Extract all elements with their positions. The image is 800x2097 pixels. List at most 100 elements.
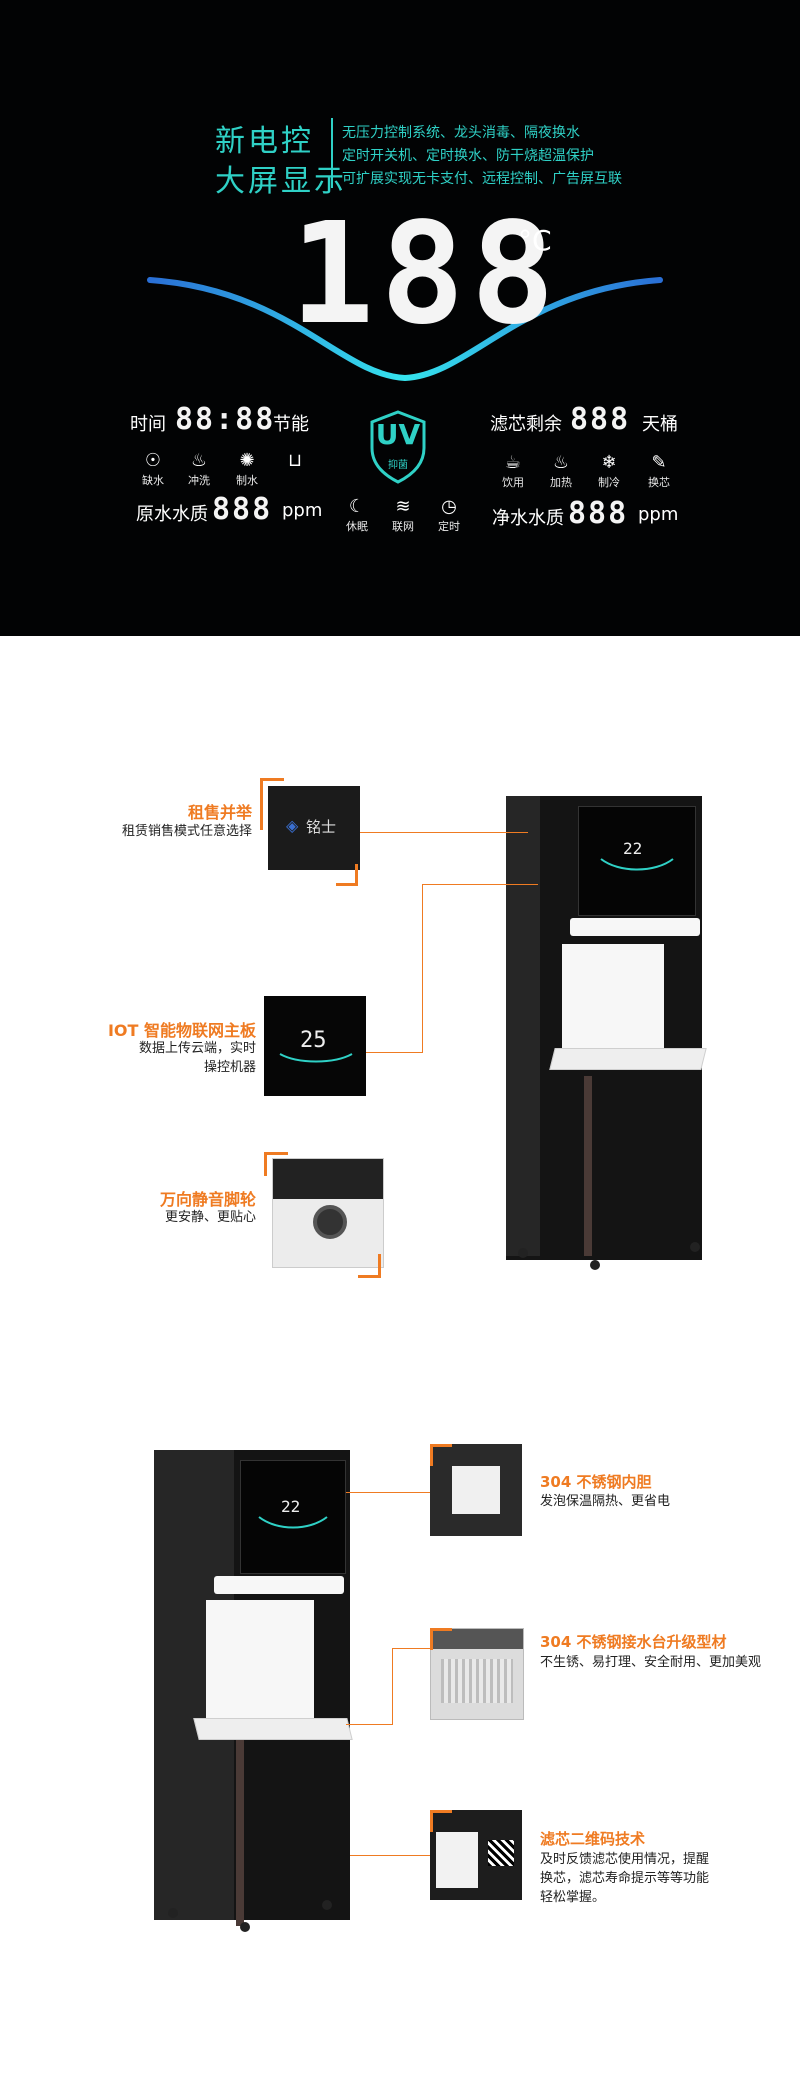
uv-shield-icon: [370, 410, 426, 484]
wheel-icon: [240, 1922, 250, 1932]
snowflake-icon: ❄: [601, 452, 617, 473]
wifi-icon: ≋: [395, 496, 411, 517]
machine-water-niche: [206, 1600, 314, 1722]
orange-bracket: [260, 778, 284, 781]
icon-label: 加热: [550, 476, 572, 489]
feature-desc: 不生锈、易打理、安全耐用、更加美观: [540, 1655, 762, 1670]
leader-line: [392, 1648, 430, 1649]
qr-filter-thumbnail: [430, 1810, 522, 1900]
heat-icon: ♨: [552, 452, 570, 473]
orange-bracket: [355, 864, 358, 886]
brand-logo-thumbnail: ◈ 铭士: [268, 786, 360, 870]
orange-bracket: [430, 1444, 433, 1466]
leader-line: [392, 1648, 393, 1724]
leader-line: [360, 832, 528, 833]
icon-label: 制水: [236, 474, 258, 487]
icon-label: 换芯: [648, 476, 670, 489]
pure-water-unit: ppm: [638, 504, 679, 525]
iot-board-thumbnail: 25: [264, 996, 366, 1096]
water-cup-icon: ☉: [144, 450, 162, 471]
pure-water-digits: 888: [568, 496, 629, 531]
screen-arc: [600, 858, 674, 871]
machine-trim: [236, 1740, 244, 1926]
drip-tray-thumbnail: [430, 1628, 524, 1720]
machine-tap-bar: [214, 1576, 344, 1594]
leader-line: [422, 884, 423, 1052]
leader-line: [346, 1492, 430, 1493]
filter-remaining-label: 滤芯剩余: [490, 414, 562, 435]
feature-line: 可扩展实现无卡支付、远程控制、广告屏互联: [342, 171, 622, 187]
celsius-unit: °C: [518, 224, 552, 257]
orange-bracket: [358, 1275, 381, 1278]
feature-title: 304 不锈钢内胆: [540, 1473, 652, 1491]
orange-bracket: [264, 1152, 288, 1155]
leader-line: [366, 1052, 423, 1053]
thumb-temp-digits: 25: [300, 1028, 327, 1053]
uv-text: UV: [375, 418, 421, 451]
thumb-brand-text: 铭士: [306, 818, 337, 836]
machine-trim: [584, 1076, 592, 1256]
raw-water-digits: 888: [212, 492, 273, 527]
feature-title: IOT 智能物联网主板: [107, 1021, 256, 1040]
clock-icon: ◷: [441, 496, 457, 517]
orange-bracket: [430, 1810, 452, 1813]
feature-desc: 更安静、更贴心: [164, 1210, 256, 1225]
screen-arc: [258, 1516, 328, 1529]
orange-bracket: [378, 1254, 381, 1278]
feature-desc: 发泡保温隔热、更省电: [540, 1494, 671, 1509]
orange-bracket: [260, 778, 263, 830]
time-digits: 88:88: [175, 402, 276, 437]
wrench-icon: ✎: [651, 452, 667, 473]
orange-bracket: [430, 1628, 452, 1631]
icon-label: 冲洗: [188, 474, 210, 487]
raw-water-unit: ppm: [282, 500, 323, 521]
coffee-icon: ☕: [504, 452, 522, 473]
headline-line2: 大屏显示: [215, 164, 347, 199]
filter-unit: 天桶: [642, 414, 678, 435]
orange-bracket: [430, 1444, 452, 1447]
uv-subtext: 抑菌: [388, 460, 408, 471]
machine-screen-temp: 22: [281, 1497, 301, 1516]
qr-code-icon: [488, 1840, 514, 1866]
wheel-icon: [690, 1242, 700, 1252]
orange-bracket: [430, 1628, 433, 1650]
leader-line: [350, 1855, 430, 1856]
icon-label: 缺水: [142, 474, 164, 487]
machine-screen-temp: 22: [623, 839, 643, 858]
feature-desc: 轻松掌握。: [540, 1890, 606, 1905]
control-panel-banner: 新电控 大屏显示 无压力控制系统、龙头消毒、隔夜换水 定时开关机、定时换水、防干…: [0, 0, 800, 636]
pure-water-label: 净水水质: [492, 508, 564, 529]
energy-label: 节能: [273, 414, 309, 435]
machine-screen: 22: [578, 806, 696, 916]
caster-wheel-thumbnail: [272, 1158, 384, 1268]
wheel-icon: [322, 1900, 332, 1910]
features-section-1: 22 租售并举 租赁销售模式任意选择 ◈ 铭士 IOT 智能物联网主板 数据上传…: [0, 636, 800, 1336]
wheel-icon: [590, 1260, 600, 1270]
wheel-icon: [168, 1908, 178, 1918]
inner-tank-thumbnail: [430, 1444, 522, 1536]
icon-label: 定时: [438, 520, 460, 533]
moon-icon: ☾: [348, 496, 366, 517]
machine-side-panel: [506, 796, 540, 1256]
headline-divider: [331, 118, 333, 188]
fan-icon: ✺: [239, 450, 255, 471]
feature-desc: 租赁销售模式任意选择: [121, 824, 252, 839]
icon-label: 休眠: [346, 520, 368, 533]
headline-line1: 新电控: [215, 124, 314, 159]
machine-water-niche: [562, 944, 664, 1054]
tank-panel: [452, 1466, 500, 1514]
feature-desc: 操控机器: [203, 1060, 256, 1075]
flush-icon: ♨: [190, 450, 208, 471]
icon-label: 制冷: [598, 476, 620, 489]
big-temperature-digits: 188: [290, 193, 561, 356]
feature-title: 304 不锈钢接水台升级型材: [540, 1633, 727, 1651]
screen-arc: [279, 1053, 353, 1063]
time-label: 时间: [130, 414, 166, 435]
feature-title: 万向静音脚轮: [159, 1190, 256, 1209]
feature-line: 无压力控制系统、龙头消毒、隔夜换水: [342, 125, 580, 141]
leader-line: [422, 884, 538, 885]
icon-label: 联网: [392, 520, 414, 533]
wheel-icon: [518, 1248, 528, 1258]
icon-label: 饮用: [502, 476, 524, 489]
feature-title: 滤芯二维码技术: [540, 1830, 646, 1848]
